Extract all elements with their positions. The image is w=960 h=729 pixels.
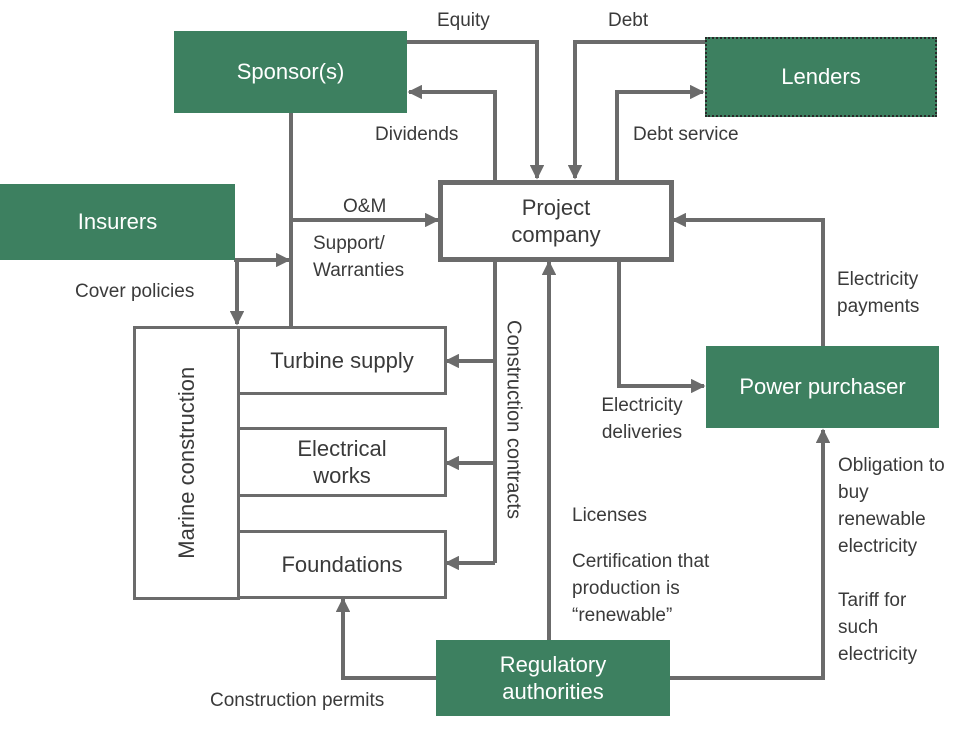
- dividends-label: Dividends: [375, 124, 459, 145]
- electricity-deliveries-label: Electricity deliveries: [601, 395, 683, 444]
- marine-construction-label: Marine construction: [173, 367, 199, 559]
- insurers-box: Insurers: [0, 184, 235, 260]
- debt-arrow: [567, 40, 705, 180]
- licenses-label: Licenses: [572, 505, 647, 526]
- turbine-supply-box: Turbine supply: [237, 326, 447, 395]
- obligation-label: Obligation to buy renewable electricity: [838, 455, 945, 558]
- equity-label: Equity: [437, 10, 490, 31]
- construction-permits-arrow: [335, 597, 436, 680]
- lenders-box: Lenders: [705, 37, 937, 117]
- foundations-box: Foundations: [237, 530, 447, 599]
- support-warranties-label: Support/ Warranties: [313, 233, 405, 282]
- electrical-works-box: Electrical works: [237, 427, 447, 497]
- project-company-box: Project company: [438, 180, 674, 262]
- electricity-payments-label: Electricity payments: [837, 269, 920, 318]
- certification-label: Certification that production is “renewa…: [572, 551, 710, 627]
- obligation-arrow: [670, 428, 831, 680]
- electricity-payments-arrow: [671, 212, 825, 346]
- tariff-label: Tariff for such electricity: [838, 590, 918, 666]
- regulatory-authorities-box: Regulatory authorities: [436, 640, 670, 716]
- electricity-deliveries-arrow: [617, 260, 706, 394]
- power-purchaser-box: Power purchaser: [706, 346, 939, 428]
- debt-service-arrow: [615, 84, 705, 180]
- construction-permits-label: Construction permits: [210, 690, 385, 711]
- construction-contracts-label: Construction contracts: [502, 320, 525, 519]
- debt-service-label: Debt service: [633, 124, 739, 145]
- cover-policies-label: Cover policies: [75, 281, 195, 302]
- marine-construction-box: Marine construction: [133, 326, 240, 600]
- equity-arrow: [405, 40, 545, 180]
- om-label: O&M: [343, 196, 387, 217]
- debt-label: Debt: [608, 10, 649, 31]
- sponsors-box: Sponsor(s): [174, 31, 407, 113]
- dividends-arrow: [407, 84, 497, 180]
